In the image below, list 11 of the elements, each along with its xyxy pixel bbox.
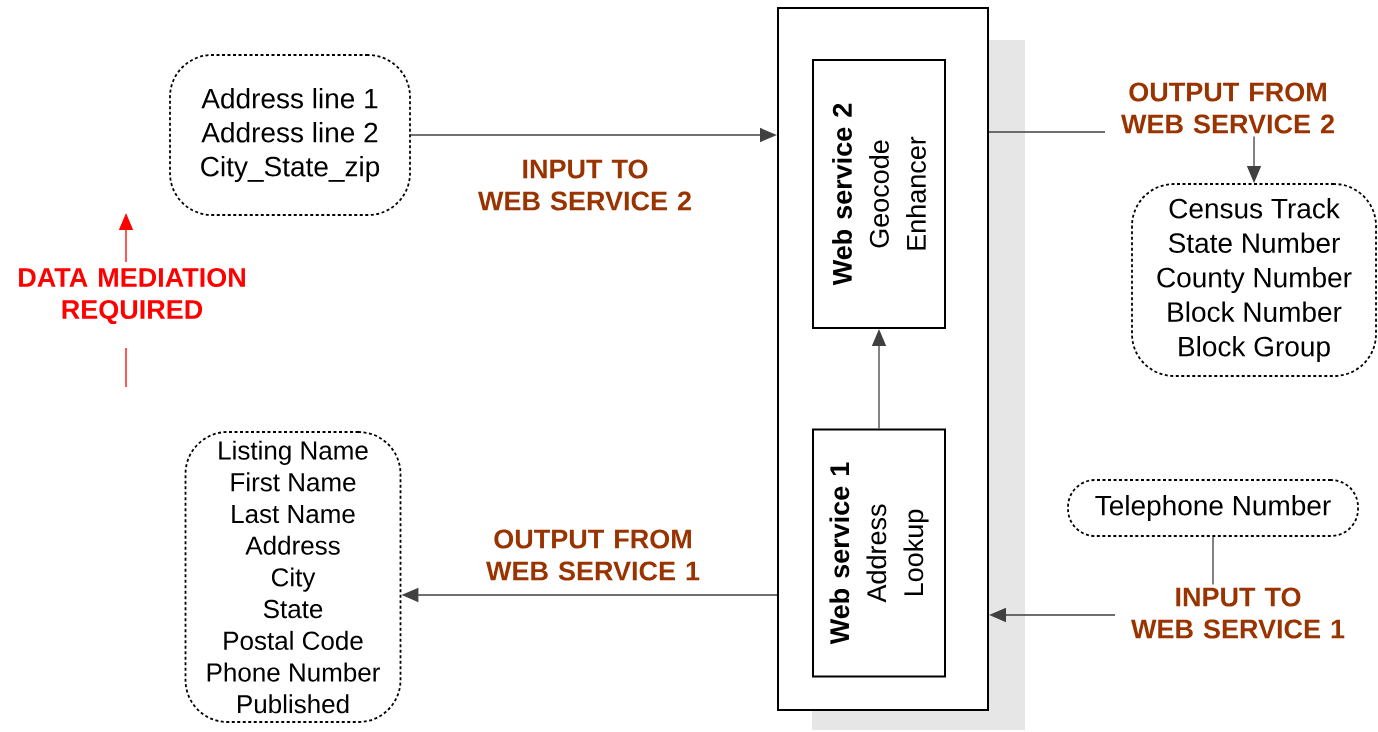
data-bubble: Telephone Number [1067,479,1359,537]
edge-label: OUTPUT FROM WEB SERVICE 1 [470,526,716,584]
data-bubble: Address line 1 Address line 2 City_State_zip [169,54,411,216]
data-bubble: Listing Name First Name Last Name Address City State Postal Code Phone Number Published [184,431,402,723]
edge-label: INPUT TO WEB SERVICE 1 [1115,584,1361,642]
edge-label: OUTPUT FROM WEB SERVICE 2 [1105,79,1351,137]
edge-label: INPUT TO WEB SERVICE 2 [462,156,708,214]
data-bubble: Census Track State Number County Number Block Number Block Group [1131,183,1377,377]
service-box: Web service 2 Geocode Enhancer [812,59,946,329]
service-box: Web service 1 Address Lookup [812,428,946,678]
note-text: DATA MEDIATION REQUIRED [19,267,245,325]
